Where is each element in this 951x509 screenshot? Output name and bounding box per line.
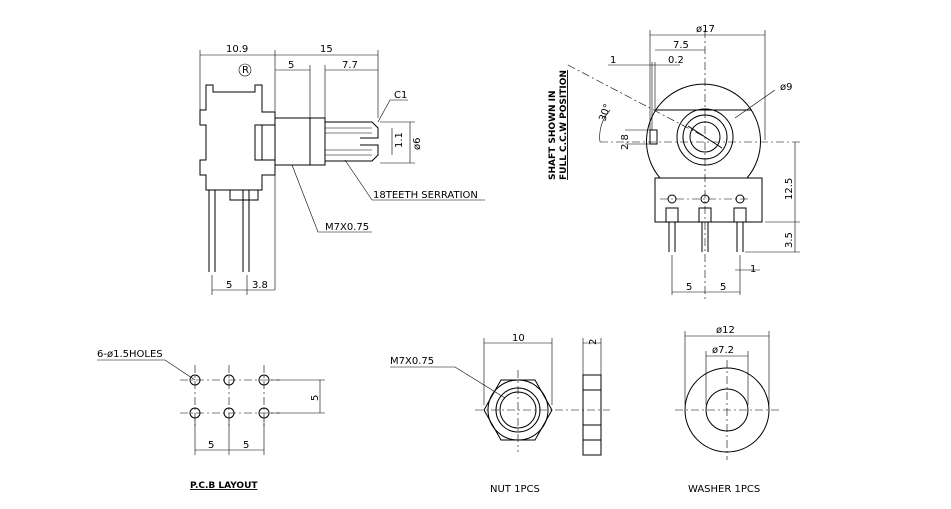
registered-mark: R	[242, 65, 249, 76]
angle-label: 30°	[597, 103, 613, 123]
dim-thread-length: 5	[288, 60, 294, 71]
shaft-note-line1: SHAFT SHOWN IN	[548, 90, 558, 180]
dim-center-to-base: 12.5	[784, 178, 795, 200]
dim-pin-pitch: 5	[226, 280, 232, 291]
pcb-layout-title: P.C.B LAYOUT	[190, 481, 258, 491]
dim-outer-dia: ø17	[696, 24, 715, 35]
dim-tab-gap: 0.2	[668, 55, 684, 66]
washer-view: ø12 ø7.2 WASHER 1PCS	[675, 325, 780, 495]
dim-col-pitch-1: 5	[208, 440, 214, 451]
dim-half: 7.5	[673, 40, 689, 51]
dim-pin-width: 1	[750, 264, 756, 275]
nut-title: NUT 1PCS	[490, 484, 540, 495]
thread-note: M7X0.75	[325, 222, 369, 233]
washer-dim-inner: ø7.2	[712, 345, 734, 356]
pcb-layout: 6-ø1.5HOLES 5 5 5 P.C.B LAYOUT	[97, 349, 325, 491]
dim-pin-length: 3.5	[784, 232, 795, 248]
dim-bushing-dia: ø9	[780, 82, 792, 93]
serration-note: 18TEETH SERRATION	[373, 190, 478, 201]
dim-pin-offset: 3.8	[252, 280, 268, 291]
front-view: ø17 7.5 1 0.2 ø9 30° 2.8 12.5 3.5 1 5 5 …	[548, 24, 800, 300]
dim-tab: 1	[610, 55, 616, 66]
nut-thread-note: M7X0.75	[390, 356, 434, 367]
washer-dim-outer: ø12	[716, 325, 735, 336]
dim-pitch-right: 5	[720, 282, 726, 293]
dim-body-length: 10.9	[226, 44, 248, 55]
dim-tab-height: 2.8	[620, 134, 631, 150]
dim-shaft-dia: ø6	[412, 138, 423, 150]
dim-slot: 1.1	[394, 132, 405, 148]
nut-dim-thickness: 2	[588, 339, 599, 345]
chamfer-label: C1	[394, 90, 407, 101]
nut-dim-width: 10	[512, 333, 525, 344]
shaft-note-line2: FULL C.C.W POSITION	[559, 70, 569, 180]
nut-view: 10 2 M7X0.75 NUT 1PCS	[390, 333, 610, 495]
dim-pitch-left: 5	[686, 282, 692, 293]
holes-note: 6-ø1.5HOLES	[97, 349, 163, 360]
dim-shaft-length: 15	[320, 44, 333, 55]
dim-col-pitch-2: 5	[243, 440, 249, 451]
washer-title: WASHER 1PCS	[688, 484, 760, 495]
dim-row-pitch: 5	[310, 395, 321, 401]
side-view: R 10.9 15 5 7.7 C1 1.1 ø6 18TEETH SERRAT…	[199, 44, 485, 295]
dim-serration-length: 7.7	[342, 60, 358, 71]
